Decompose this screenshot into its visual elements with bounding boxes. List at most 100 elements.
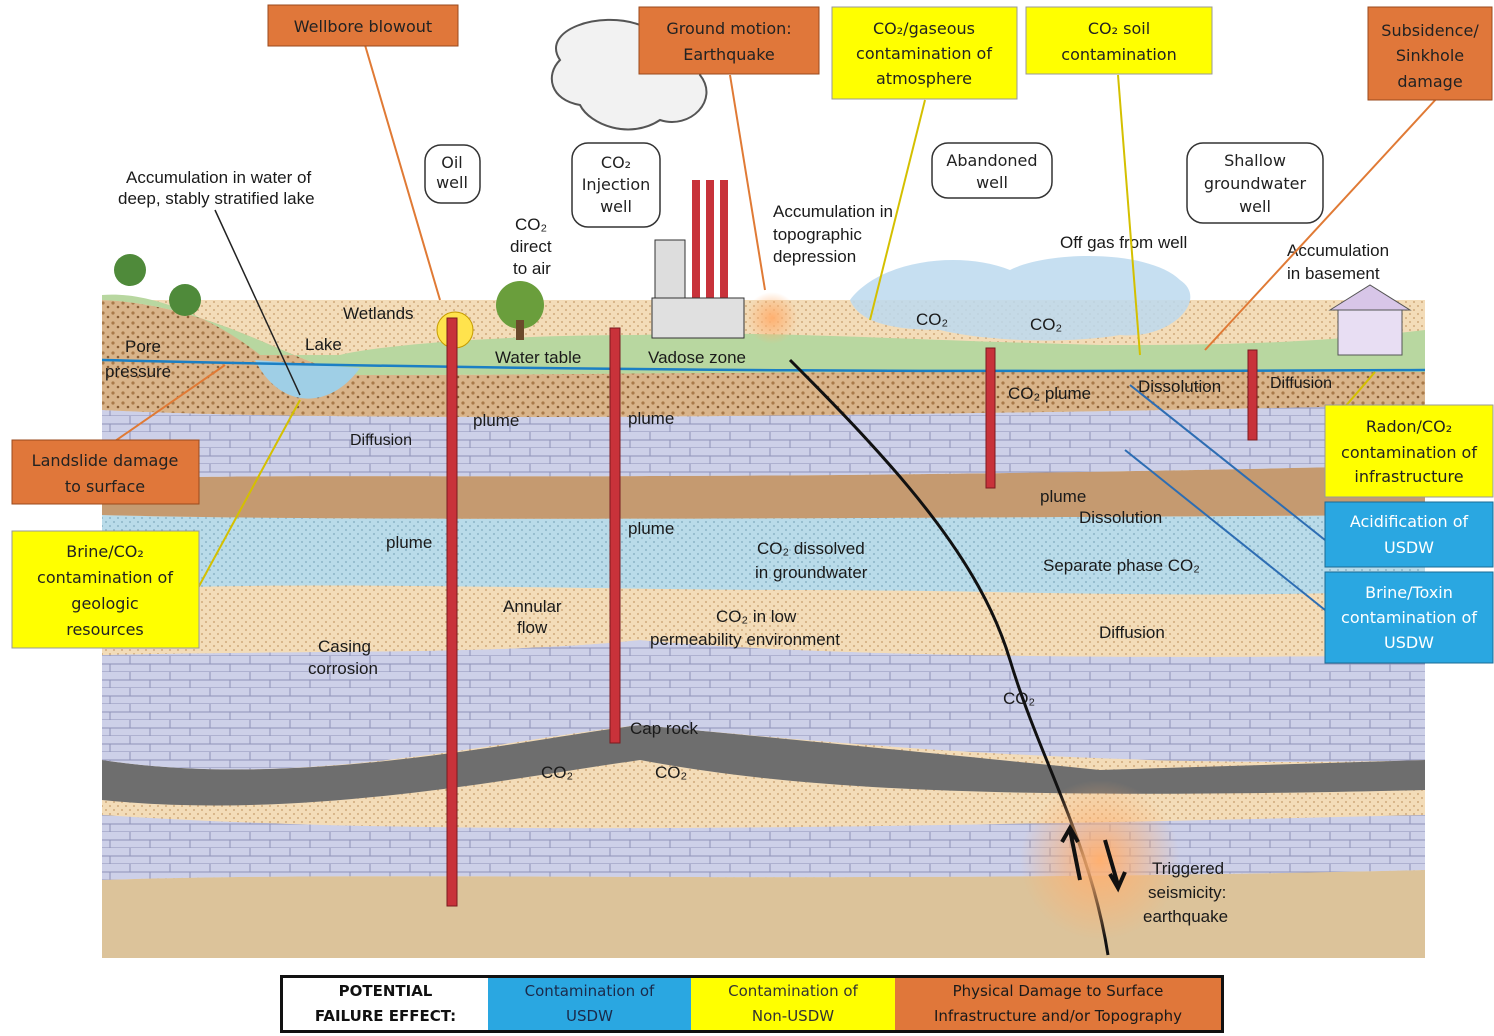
injection-well-casing <box>610 328 620 743</box>
radon-line3: infrastructure <box>1354 467 1463 486</box>
separate-phase-label: Separate phase CO₂ <box>1043 556 1200 575</box>
oil-well-casing <box>447 318 457 906</box>
callout-gaseous-atmosphere: CO₂/gaseous contamination of atmosphere <box>832 7 1017 99</box>
co2-plume-label: CO₂ plume <box>1008 384 1091 403</box>
landslide-line1: Landslide damage <box>32 451 179 470</box>
soil-line1: CO₂ soil <box>1088 19 1150 38</box>
seismicity-line2: seismicity: <box>1148 883 1226 902</box>
plume-d-label: plume <box>628 519 674 538</box>
brine-geo-line1: Brine/CO₂ <box>66 542 144 561</box>
co2-cloud-label: CO₂ <box>1030 315 1062 334</box>
annular-line2: flow <box>517 618 548 637</box>
plume-a-label: plume <box>473 411 519 430</box>
co2-air-label: CO₂ <box>916 310 948 329</box>
dissolution-top-label: Dissolution <box>1138 377 1221 396</box>
shallow-well-casing <box>1248 350 1257 440</box>
diffusion-mid-label: Diffusion <box>1099 623 1165 642</box>
lake-accumulation-line1: Accumulation in water of <box>126 168 311 187</box>
topographic-line3: depression <box>773 247 856 266</box>
dissolution-mid-label: Dissolution <box>1079 508 1162 527</box>
co2-direct-line1: CO₂ <box>515 215 547 234</box>
callout-soil: CO₂ soil contamination <box>1026 7 1212 74</box>
injection-well-line3: well <box>600 197 632 216</box>
brine-geo-line2: contamination of <box>37 568 173 587</box>
injection-well-line1: CO₂ <box>601 153 631 172</box>
off-gas-label: Off gas from well <box>1060 233 1187 252</box>
subsidence-line1: Subsidence/ <box>1381 21 1479 40</box>
callout-landslide: Landslide damage to surface <box>12 440 199 504</box>
shallow-well-line1: Shallow <box>1224 151 1286 170</box>
wellbore-blowout-text: Wellbore blowout <box>294 17 432 36</box>
seismicity-line3: earthquake <box>1143 907 1228 926</box>
co2-right-label: CO₂ <box>655 763 687 782</box>
callout-subsidence: Subsidence/ Sinkhole damage <box>1368 7 1492 100</box>
topographic-line1: Accumulation in <box>773 202 893 221</box>
lake-accumulation-line2: deep, stably stratified lake <box>118 189 315 208</box>
shallow-well-line2: groundwater <box>1204 174 1307 193</box>
abandoned-well-line2: well <box>976 173 1008 192</box>
ground-motion-line2: Earthquake <box>683 45 775 64</box>
oil-well-line1: Oil <box>441 153 462 172</box>
gaseous-line1: CO₂/gaseous <box>873 19 975 38</box>
dissolved-line1: CO₂ dissolved <box>757 539 865 558</box>
legend-physical-damage: Physical Damage to Surface Infrastructur… <box>895 978 1221 1030</box>
power-plant <box>652 180 744 338</box>
oil-well-label: Oil well <box>425 145 480 203</box>
callout-brine-toxin: Brine/Toxin contamination of USDW <box>1325 572 1493 663</box>
low-perm-line1: CO₂ in low <box>716 607 797 626</box>
oil-well-line2: well <box>436 173 468 192</box>
co2-direct-line3: to air <box>513 259 551 278</box>
brine-toxin-line2: contamination of <box>1341 608 1477 627</box>
plume-b-label: plume <box>628 409 674 428</box>
co2-direct-line2: direct <box>510 237 552 256</box>
ground-motion-glow <box>746 292 798 344</box>
water-table-label: Water table <box>495 348 581 367</box>
injection-well-label: CO₂ Injection well <box>572 143 660 227</box>
diffusion-right-label: Diffusion <box>1270 375 1332 392</box>
brine-geo-line4: resources <box>66 620 144 639</box>
callout-acidification: Acidification of USDW <box>1325 502 1493 567</box>
cap-rock-label: Cap rock <box>630 719 699 738</box>
plume-c-label: plume <box>386 533 432 552</box>
legend-title: POTENTIAL FAILURE EFFECT: <box>283 978 488 1030</box>
low-perm-line2: permeability environment <box>650 630 840 649</box>
callout-ground-motion: Ground motion: Earthquake <box>639 7 819 74</box>
callout-brine-geologic: Brine/CO₂ contamination of geologic reso… <box>12 531 199 648</box>
shallow-well-line3: well <box>1239 197 1271 216</box>
seismicity-line1: Triggered <box>1152 859 1224 878</box>
radon-line1: Radon/CO₂ <box>1366 417 1452 436</box>
wetlands-label: Wetlands <box>343 304 414 323</box>
soil-line2: contamination <box>1061 45 1176 64</box>
radon-line2: contamination of <box>1341 443 1477 462</box>
basement-line2: in basement <box>1287 264 1380 283</box>
co2-left-label: CO₂ <box>541 763 573 782</box>
callout-radon: Radon/CO₂ contamination of infrastructur… <box>1325 405 1493 497</box>
gaseous-line3: atmosphere <box>876 69 972 88</box>
acidification-line1: Acidification of <box>1350 512 1469 531</box>
legend: POTENTIAL FAILURE EFFECT: Contamination … <box>280 975 1224 1033</box>
diffusion-left-label: Diffusion <box>350 432 412 449</box>
plume-e-label: plume <box>1040 487 1086 506</box>
abandoned-well-line1: Abandoned <box>946 151 1037 170</box>
callout-wellbore-blowout: Wellbore blowout <box>268 5 458 46</box>
acidification-line2: USDW <box>1384 538 1434 557</box>
house <box>1330 285 1410 355</box>
legend-non-usdw: Contamination of Non-USDW <box>691 978 895 1030</box>
dissolved-line2: in groundwater <box>755 563 868 582</box>
casing-line2: corrosion <box>308 659 378 678</box>
annular-line1: Annular <box>503 597 562 616</box>
co2-fault-label: CO₂ <box>1003 689 1035 708</box>
injection-well-line2: Injection <box>582 175 651 194</box>
abandoned-well-casing <box>986 348 995 488</box>
shallow-well-label: Shallow groundwater well <box>1187 143 1323 223</box>
casing-line1: Casing <box>318 637 371 656</box>
abandoned-well-label: Abandoned well <box>932 143 1052 198</box>
subsidence-line3: damage <box>1397 72 1462 91</box>
pore-pressure-line2: pressure <box>105 362 171 381</box>
pore-pressure-line1: Pore <box>125 337 161 356</box>
brine-geo-line3: geologic <box>71 594 138 613</box>
vadose-zone-label: Vadose zone <box>648 348 746 367</box>
brine-toxin-line3: USDW <box>1384 633 1434 652</box>
ground-motion-line1: Ground motion: <box>666 19 791 38</box>
